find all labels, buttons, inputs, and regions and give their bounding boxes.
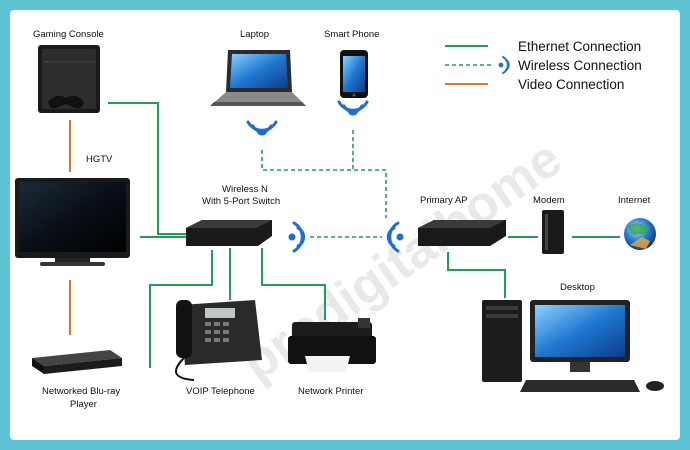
switch-label-line1: Wireless N [222,184,268,195]
switch-label-line2: With 5-Port Switch [202,196,280,207]
laptop-label: Laptop [240,29,269,40]
access-point-icon [418,220,506,246]
smartphone-icon [340,50,368,98]
bluray-player-icon [32,350,122,374]
desktop-label: Desktop [560,282,595,293]
voip-telephone-icon [175,300,262,381]
gaming-console-label: Gaming Console [33,29,104,40]
voip-label: VOIP Telephone [186,386,255,397]
legend-wireless: Wireless Connection [518,58,642,73]
laptop-icon [210,50,306,106]
gaming-console-icon [38,45,100,113]
desktop-computer-icon [482,300,664,392]
wifi-icon [337,100,369,116]
diagram-frame: prodigitalhome [10,10,680,440]
legend-ethernet: Ethernet Connection [518,39,641,54]
legend-video: Video Connection [518,77,624,92]
tv-icon [15,178,130,266]
bluray-label-line2: Player [70,399,97,410]
hgtv-label: HGTV [86,154,113,165]
modem-label: Modem [533,195,565,206]
internet-globe-icon [624,218,656,250]
ethernet-lines [108,102,620,368]
wifi-icon [386,221,404,253]
wifi-icon [288,221,306,253]
primary-ap-label: Primary AP [420,195,468,206]
smartphone-label: Smart Phone [324,29,379,40]
wifi-icon [246,120,278,136]
wifi-icon [498,56,510,74]
legend: Ethernet Connection Wireless Connection … [445,39,642,92]
bluray-label-line1: Networked Blu-ray [42,386,120,397]
wireless-router-icon [186,220,272,246]
modem-icon [542,210,564,254]
network-printer-icon [288,318,376,372]
printer-label: Network Printer [298,386,363,397]
network-diagram: prodigitalhome [15,29,664,410]
wireless-lines [261,130,387,238]
internet-label: Internet [618,195,651,206]
